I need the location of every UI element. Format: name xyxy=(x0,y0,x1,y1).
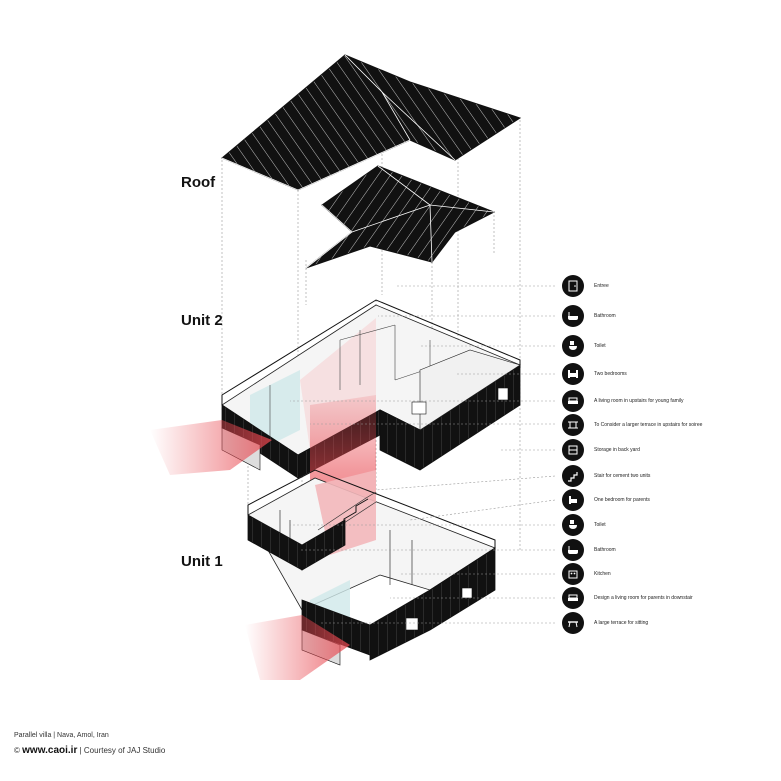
legend-label: Toilet xyxy=(594,343,606,349)
entrance-icon xyxy=(562,275,584,297)
terrace-icon xyxy=(562,414,584,436)
double-bed-icon xyxy=(562,363,584,385)
copyright-symbol: © xyxy=(14,746,20,755)
legend-label: Toilet xyxy=(594,522,606,528)
kitchen-icon xyxy=(562,563,584,585)
unit-2-label: Unit 2 xyxy=(181,312,223,329)
credit-separator: | xyxy=(79,746,82,755)
terrace-table-icon xyxy=(562,612,584,634)
project-caption: Parallel villa | Nava, Amol, Iran xyxy=(14,732,109,739)
legend-item: Kitchen xyxy=(562,562,611,586)
legend-label: Two bedrooms xyxy=(594,371,627,377)
bathtub-icon xyxy=(562,539,584,561)
living-room-icon xyxy=(562,390,584,412)
legend-label: A large terrace for sitting xyxy=(594,620,649,626)
lower-roof xyxy=(305,165,496,269)
legend-label: Bathroom xyxy=(594,547,616,553)
legend-item: A living room in upstairs for young fami… xyxy=(562,389,683,413)
legend-label: One bedroom for parents xyxy=(594,497,650,503)
legend-label: Stair for cement two units xyxy=(594,473,651,479)
legend-item: To Consider a larger terrace in upstairs… xyxy=(562,413,702,437)
unit-2-light-beam xyxy=(150,420,272,475)
legend-item: Storage in back yard xyxy=(562,438,640,462)
legend-label: To Consider a larger terrace in upstairs… xyxy=(594,422,703,428)
legend-label: Design a living room for parents in down… xyxy=(594,595,693,601)
legend-item: Toilet xyxy=(562,513,606,537)
toilet-icon xyxy=(562,514,584,536)
toilet-icon xyxy=(562,335,584,357)
legend-item: Bathroom xyxy=(562,538,616,562)
legend-item: Bathroom xyxy=(562,304,616,328)
legend-label: A living room in upstairs for young fami… xyxy=(594,398,684,404)
leader-lines xyxy=(290,285,556,624)
legend-item: Toilet xyxy=(562,334,606,358)
legend-item: One bedroom for parents xyxy=(562,488,650,512)
site-link[interactable]: www.caoi.ir xyxy=(22,745,78,756)
legend-label: Storage in back yard xyxy=(594,447,640,453)
legend-item: Design a living room for parents in down… xyxy=(562,586,693,610)
legend-label: Kitchen xyxy=(594,571,611,577)
unit-1-label: Unit 1 xyxy=(181,553,223,570)
legend-label: Bathroom xyxy=(594,313,616,319)
legend-item: A large terrace for sitting xyxy=(562,611,648,635)
legend-item: Stair for cement two units xyxy=(562,464,650,488)
upper-roof xyxy=(221,54,522,191)
credit-line: © www.caoi.ir | Courtesy of JAJ Studio xyxy=(14,745,165,756)
storage-icon xyxy=(562,439,584,461)
living-room-icon xyxy=(562,587,584,609)
legend-label: Entree xyxy=(594,283,609,289)
bathtub-icon xyxy=(562,305,584,327)
stair-icon xyxy=(562,465,584,487)
legend-item: Two bedrooms xyxy=(562,362,627,386)
unit-1-light-beam xyxy=(245,615,350,680)
legend-item: Entree xyxy=(562,274,609,298)
credit-text: Courtesy of JAJ Studio xyxy=(83,746,166,755)
roof-label: Roof xyxy=(181,174,216,191)
single-bed-icon xyxy=(562,489,584,511)
